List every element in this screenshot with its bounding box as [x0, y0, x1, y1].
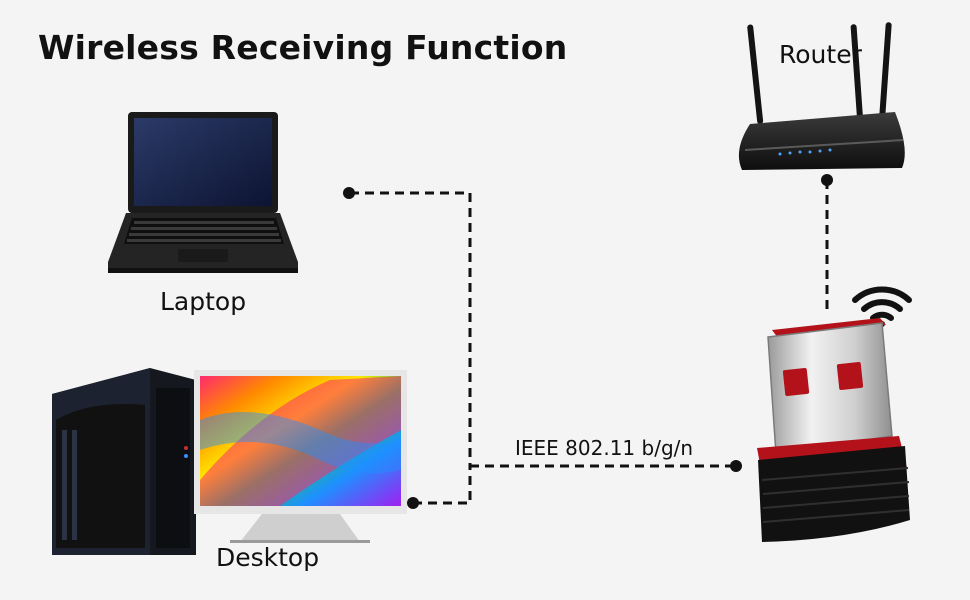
laptop-label: Laptop [160, 287, 247, 316]
connection-lines [350, 180, 829, 505]
desktop-monitor-image [194, 370, 407, 543]
laptop-endpoint-dot [343, 187, 355, 199]
diagram-title: Wireless Receiving Function [38, 28, 568, 67]
adapter-endpoint-dot [730, 460, 742, 472]
wireless-standard-label: IEEE 802.11 b/g/n [515, 436, 694, 460]
desktop-endpoint-dot [407, 497, 419, 509]
desktop-tower-image [52, 368, 196, 555]
laptop-to-hub-line [350, 191, 472, 466]
router-label: Router [779, 40, 862, 69]
router-endpoint-dot [821, 174, 833, 186]
router-image [738, 22, 905, 170]
usb-adapter-image [757, 318, 910, 542]
desktop-to-hub-line [413, 466, 472, 505]
desktop-label: Desktop [216, 543, 320, 572]
connection-endpoints [343, 174, 833, 509]
laptop-image [108, 112, 298, 273]
